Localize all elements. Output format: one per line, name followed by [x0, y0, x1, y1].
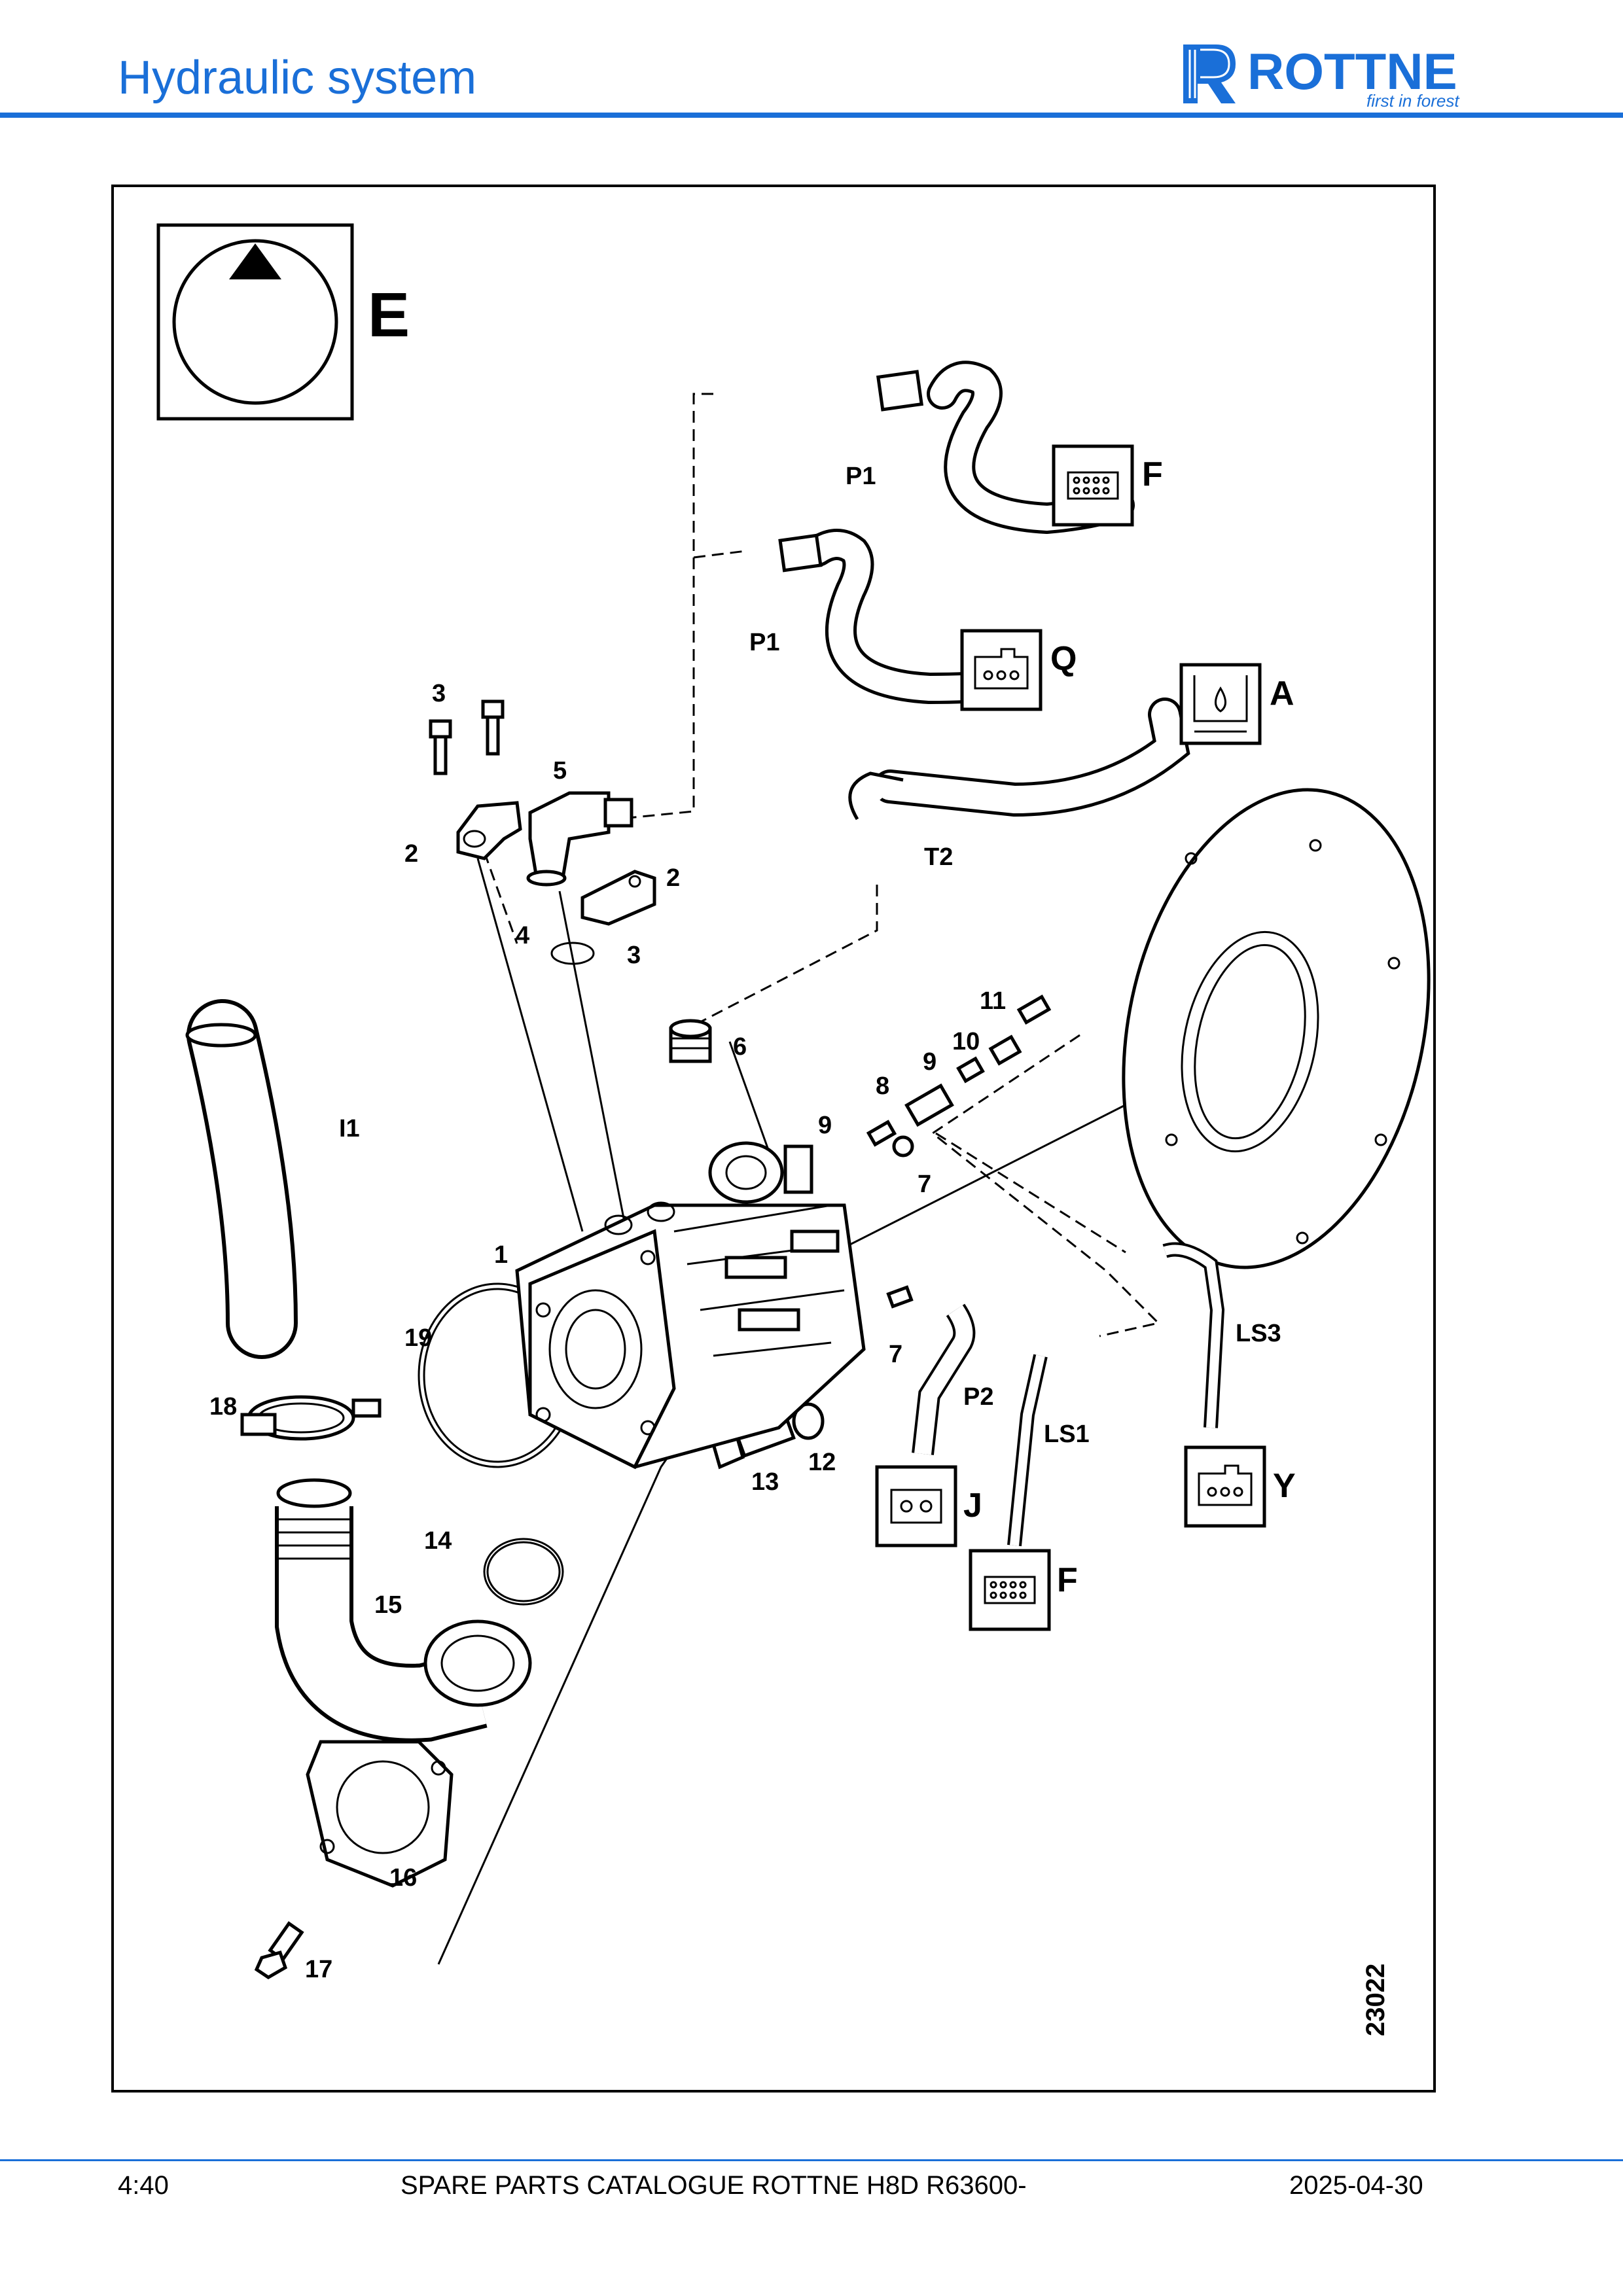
collar-ring	[423, 1619, 532, 1707]
rottne-logo: ROTTNE first in forest	[1183, 43, 1460, 110]
dashed-leader-ls3	[935, 1132, 1126, 1254]
elbow-5	[526, 791, 633, 887]
fittings-7-11	[866, 995, 1052, 1309]
header-rule	[0, 113, 1623, 118]
callout-12: 12	[808, 1449, 836, 1476]
callout-3-top: 3	[432, 680, 446, 707]
block-2-left	[456, 801, 522, 860]
catalogue-date: 2025-04-30	[1289, 2171, 1423, 2200]
footer-rule	[0, 2159, 1623, 2161]
logo-tagline: first in forest	[1366, 91, 1460, 110]
axis-line-port	[558, 891, 626, 1226]
callout-2-left: 2	[404, 840, 418, 868]
hose-ls1	[1007, 1354, 1048, 1547]
callout-i1: I1	[339, 1115, 360, 1142]
axis-line-bolt	[476, 858, 584, 1232]
drawing-number: 23022	[1361, 1964, 1390, 2036]
dashed-leader-ls	[931, 1034, 1160, 1337]
connector-f-bottom-icon	[969, 1549, 1051, 1631]
hose-clamp	[240, 1395, 382, 1441]
connector-j-label: J	[963, 1487, 982, 1525]
hose-p2	[912, 1303, 976, 1455]
callout-17: 17	[305, 1956, 332, 1983]
page-title: Hydraulic system	[118, 52, 477, 104]
hose-t2	[848, 698, 1190, 821]
catalogue-title: SPARE PARTS CATALOGUE ROTTNE H8D R63600-	[401, 2171, 1027, 2200]
hose-i1	[185, 999, 298, 1359]
pump-body	[515, 1141, 866, 1470]
exploded-view-drawing: E	[156, 223, 1431, 2036]
page-number: 4:40	[118, 2171, 169, 2200]
block-2-right	[580, 870, 656, 926]
callout-15: 15	[374, 1591, 402, 1619]
callout-p1-upper: P1	[846, 463, 876, 490]
callout-18: 18	[209, 1393, 237, 1421]
callout-3-bottom: 3	[627, 942, 641, 969]
callout-4: 4	[516, 922, 529, 949]
connector-a-icon	[1179, 663, 1262, 745]
bolt-17	[254, 1921, 304, 1979]
hose-ls3	[1162, 1242, 1225, 1428]
callout-ls3: LS3	[1236, 1320, 1281, 1347]
flange-16	[306, 1740, 454, 1888]
connector-y-icon	[1184, 1445, 1266, 1528]
callout-7-upper: 7	[918, 1171, 931, 1198]
callout-ls1: LS1	[1044, 1421, 1090, 1448]
dashed-leader-p1-to-5	[615, 393, 713, 821]
collar-ring-bore	[440, 1634, 515, 1692]
section-letter: E	[368, 280, 410, 350]
dashed-leader-t2-to-6	[700, 885, 878, 1023]
callout-11: 11	[980, 987, 1006, 1015]
dashed-leader-2	[483, 851, 518, 944]
callout-5: 5	[553, 757, 567, 785]
callout-9-upper: 9	[923, 1048, 936, 1076]
connector-j-icon	[875, 1465, 957, 1547]
suction-elbow	[275, 1478, 488, 1742]
connector-f-top-label: F	[1142, 455, 1163, 493]
connector-f-bottom-label: F	[1057, 1561, 1078, 1599]
o-ring-4	[550, 942, 595, 965]
fitting-6	[669, 1019, 712, 1063]
connector-f-top-icon	[1052, 444, 1134, 527]
rottne-logo-mark	[1183, 44, 1236, 103]
callout-16: 16	[389, 1864, 417, 1892]
connector-a-label: A	[1270, 675, 1294, 713]
callout-7-lower: 7	[889, 1341, 902, 1368]
callout-1: 1	[494, 1241, 508, 1269]
logo-text: ROTTNE	[1247, 43, 1457, 100]
callout-6: 6	[733, 1033, 747, 1061]
callout-t2: T2	[924, 843, 953, 871]
callout-19: 19	[404, 1324, 432, 1352]
connector-q-icon	[960, 629, 1043, 711]
o-ring-14-inner	[486, 1541, 561, 1602]
bell-housing-flange	[1122, 788, 1431, 1269]
callout-10: 10	[952, 1028, 980, 1055]
washer-12	[792, 1402, 825, 1440]
connector-q-label: Q	[1050, 640, 1077, 678]
drawing-frame	[111, 185, 1436, 2093]
callout-13: 13	[751, 1468, 779, 1496]
callout-2-right: 2	[666, 864, 680, 892]
callout-14: 14	[424, 1527, 452, 1555]
o-ring-14	[483, 1538, 564, 1606]
callout-8: 8	[876, 1072, 889, 1100]
callout-9-lower: 9	[818, 1112, 832, 1139]
bolts-3-top	[429, 699, 505, 775]
dashed-leader-p1-branch	[693, 550, 747, 559]
connector-y-label: Y	[1273, 1467, 1296, 1505]
section-symbol	[156, 223, 354, 421]
callout-p1-lower: P1	[749, 629, 779, 656]
callout-p2: P2	[963, 1383, 993, 1411]
